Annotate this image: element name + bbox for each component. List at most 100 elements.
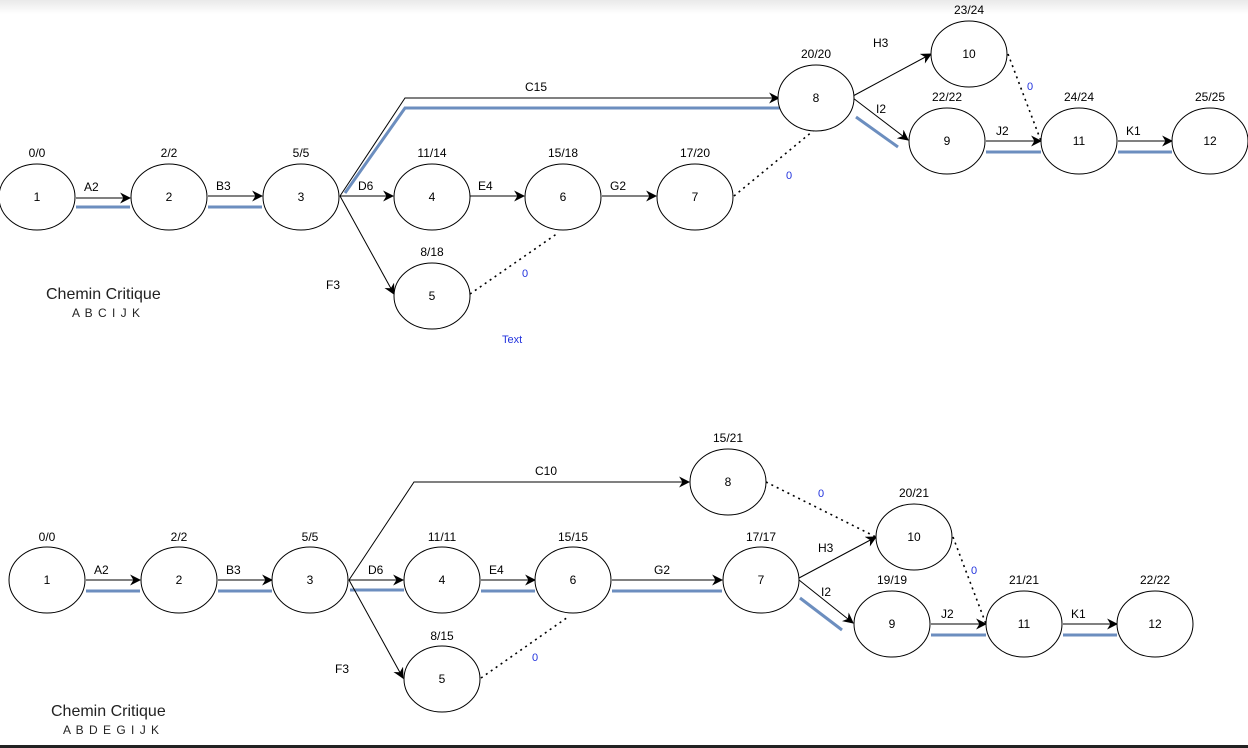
event-node[interactable]: 35/5 <box>262 146 340 231</box>
event-node[interactable]: 615/15 <box>534 530 612 614</box>
node-id: 5 <box>439 672 446 686</box>
task-labels-1: A2 B3 C15 D6 E4 F3 G2 H3 I2 J2 K1 0 0 0 … <box>84 36 1141 346</box>
node-id: 2 <box>176 573 183 587</box>
event-node[interactable]: 11 21/21 <box>985 573 1063 658</box>
node-id: 10 <box>962 47 976 61</box>
diagram-1: A2 B3 C15 D6 E4 F3 G2 H3 I2 J2 K1 0 0 0 … <box>0 3 1248 346</box>
node-id: 12 <box>1203 134 1217 148</box>
critical-path-caption-2: Chemin Critique A B D E G I J K <box>51 703 166 737</box>
event-node[interactable]: 815/21 <box>689 431 767 516</box>
task-label-C15: C15 <box>525 80 547 94</box>
edge-C15[interactable] <box>339 92 781 197</box>
dummy-edge-10-11[interactable] <box>1007 53 1042 142</box>
task-label-D6: D6 <box>358 179 374 193</box>
event-node[interactable]: 4 11/14 <box>393 146 471 231</box>
node-dates: 2/2 <box>171 530 188 544</box>
node-dates: 11/14 <box>417 146 446 160</box>
dummy-edge-10-11[interactable] <box>952 536 987 625</box>
task-label-C10: C10 <box>535 464 557 478</box>
edge-F3[interactable] <box>339 195 395 295</box>
node-id: 1 <box>34 190 41 204</box>
dummy-label: 0 <box>1027 81 1033 93</box>
node-dates: 0/0 <box>39 530 56 544</box>
task-label-G2: G2 <box>654 563 670 577</box>
task-label-B3: B3 <box>226 563 241 577</box>
event-node[interactable]: 9 19/19 <box>853 573 931 658</box>
node-dates: 25/25 <box>1195 90 1225 104</box>
node-id: 11 <box>1073 134 1086 148</box>
task-edges-2 <box>86 476 1119 679</box>
task-label-D6: D6 <box>368 563 384 577</box>
node-dates: 22/22 <box>932 90 962 104</box>
node-dates: 15/18 <box>548 146 578 160</box>
node-dates: 5/5 <box>302 530 319 544</box>
event-nodes-2: 1 0/0 2 2/2 3 5/5 411/11 5 8/15 615/15 7 17/1… <box>8 431 1194 713</box>
event-node[interactable]: 1 0/0 <box>8 530 86 614</box>
node-id: 3 <box>307 573 314 587</box>
task-label-F3: F3 <box>326 278 340 292</box>
task-label-E4: E4 <box>478 179 493 193</box>
event-node[interactable]: 12 25/25 <box>1171 90 1248 175</box>
dummy-label: 0 <box>971 565 977 577</box>
event-node[interactable]: 411/11 <box>403 530 481 614</box>
event-node[interactable]: 717/20 <box>656 146 734 231</box>
node-id: 5 <box>429 289 436 303</box>
node-dates: 8/15 <box>430 629 454 643</box>
task-label-A2: A2 <box>94 563 109 577</box>
event-node[interactable]: 1 0/0 <box>0 146 76 231</box>
edge-H3[interactable] <box>798 536 877 579</box>
node-id: 1 <box>44 573 51 587</box>
node-id: 6 <box>560 190 567 204</box>
event-node[interactable]: 922/22 <box>908 90 986 175</box>
event-nodes-1: 1 0/0 2 2/2 35/5 4 11/14 58/18 6 15/18 717/2… <box>0 3 1248 330</box>
node-id: 7 <box>692 190 699 204</box>
dummy-edge-5-6[interactable] <box>469 232 559 295</box>
event-node[interactable]: 7 17/17 <box>722 530 800 614</box>
task-label-K1: K1 <box>1126 124 1141 138</box>
dummy-edge-5-6[interactable] <box>480 616 569 679</box>
dummy-label: 0 <box>818 488 824 500</box>
node-dates: 22/22 <box>1140 573 1170 587</box>
event-node[interactable]: 2 2/2 <box>130 146 208 231</box>
edge-H3[interactable] <box>852 53 932 97</box>
task-label-B3: B3 <box>216 179 231 193</box>
node-id: 6 <box>570 573 577 587</box>
node-dates: 5/5 <box>293 146 310 160</box>
edge-F3[interactable] <box>348 579 404 679</box>
node-dates: 21/21 <box>1009 573 1039 587</box>
node-id: 4 <box>429 190 436 204</box>
dummy-edge-8-10[interactable] <box>765 481 877 538</box>
edge-C10[interactable] <box>348 476 691 581</box>
dummy-label: 0 <box>532 652 538 664</box>
critical-path-caption-1: Chemin Critique A B C I J K <box>46 286 161 320</box>
edge-I2[interactable] <box>798 579 854 624</box>
critical-path-title: Chemin Critique <box>46 286 161 303</box>
node-dates: 2/2 <box>161 146 178 160</box>
task-label-E4: E4 <box>489 563 504 577</box>
node-id: 8 <box>813 91 820 105</box>
event-node[interactable]: 3 5/5 <box>271 530 349 614</box>
event-node[interactable]: 58/18 <box>393 245 471 330</box>
node-dates: 19/19 <box>877 573 907 587</box>
critical-path-title: Chemin Critique <box>51 703 166 720</box>
node-id: 9 <box>889 617 896 631</box>
node-id: 11 <box>1018 617 1031 631</box>
task-label-I2: I2 <box>876 102 886 116</box>
edge-I2[interactable] <box>852 97 909 141</box>
event-node[interactable]: 2 2/2 <box>140 530 218 614</box>
node-id: 7 <box>758 573 765 587</box>
node-id: 2 <box>166 190 173 204</box>
event-node[interactable]: 820/20 <box>777 47 855 132</box>
node-dates: 17/17 <box>746 530 776 544</box>
dummy-edge-7-8[interactable] <box>733 130 814 197</box>
task-edges-1 <box>76 53 1174 295</box>
node-id: 10 <box>907 530 921 544</box>
node-dates: 0/0 <box>29 146 46 160</box>
event-node[interactable]: 5 8/15 <box>403 629 481 713</box>
event-node[interactable]: 6 15/18 <box>524 146 602 231</box>
